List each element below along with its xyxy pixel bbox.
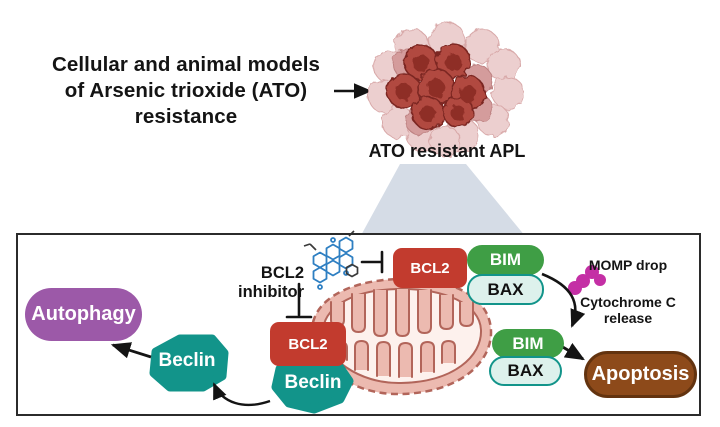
beclin-to-beclin-arrow xyxy=(212,382,271,407)
pathway-panel xyxy=(16,233,701,416)
bim-node-top-label: BIM xyxy=(489,250,522,269)
cytochrome-c-dots-icon xyxy=(568,265,606,295)
cytochrome-c-line-2: release xyxy=(603,309,653,326)
autophagy-node: Autophagy xyxy=(25,288,142,341)
zoom-trapezoid xyxy=(362,164,523,234)
bax-node-top: BAX xyxy=(467,274,544,305)
cell-cluster-label: ATO resistant APL xyxy=(368,141,526,161)
bim-node-bottom: BIM xyxy=(492,329,564,358)
cell-cluster-icon xyxy=(367,21,525,157)
inhibition-tbar-to-bcl2-left xyxy=(285,282,313,319)
cytochrome-c-release-label: Cytochrome C release xyxy=(568,294,688,326)
autophagy-node-label: Autophagy xyxy=(31,303,136,325)
beclin-to-autophagy-arrow xyxy=(110,342,152,359)
figure-title: Cellular and animal models of Arsenic tr… xyxy=(36,52,336,130)
bcl2-inhibitor-molecule-icon xyxy=(303,230,359,290)
bax-node-bottom-label: BAX xyxy=(507,361,544,380)
bcl2-inhibitor-label: BCL2 inhibitor xyxy=(238,264,304,301)
bcl2-node-top-label: BCL2 xyxy=(410,259,450,277)
beclin-free-label: Beclin xyxy=(158,350,216,371)
bax-node-bottom: BAX xyxy=(489,356,562,386)
bcl2-node-left: BCL2 xyxy=(270,322,346,366)
title-line-2: of Arsenic trioxide (ATO) xyxy=(64,79,308,102)
momp-drop-label: MOMP drop xyxy=(588,257,668,273)
momp-release-arrow xyxy=(541,272,586,328)
title-line-3: resistance xyxy=(134,105,238,128)
title-line-1: Cellular and animal models xyxy=(51,53,321,76)
bim-node-top: BIM xyxy=(467,245,544,275)
inhibition-tbar-to-bcl2-top xyxy=(360,250,384,274)
beclin-free-shape xyxy=(149,334,229,392)
apoptosis-node-label: Apoptosis xyxy=(591,363,690,385)
apoptosis-node: Apoptosis xyxy=(584,351,697,398)
bcl2-node-top: BCL2 xyxy=(393,248,467,288)
bax-node-top-label: BAX xyxy=(487,279,524,299)
bimbax-to-apoptosis-arrow xyxy=(560,342,585,361)
cytochrome-c-line-1: Cytochrome C xyxy=(580,294,676,310)
beclin-bound-label: Beclin xyxy=(284,372,342,393)
bcl2-node-left-label: BCL2 xyxy=(288,335,328,353)
mitochondrion-icon xyxy=(310,277,493,396)
bim-node-bottom-label: BIM xyxy=(512,333,544,353)
